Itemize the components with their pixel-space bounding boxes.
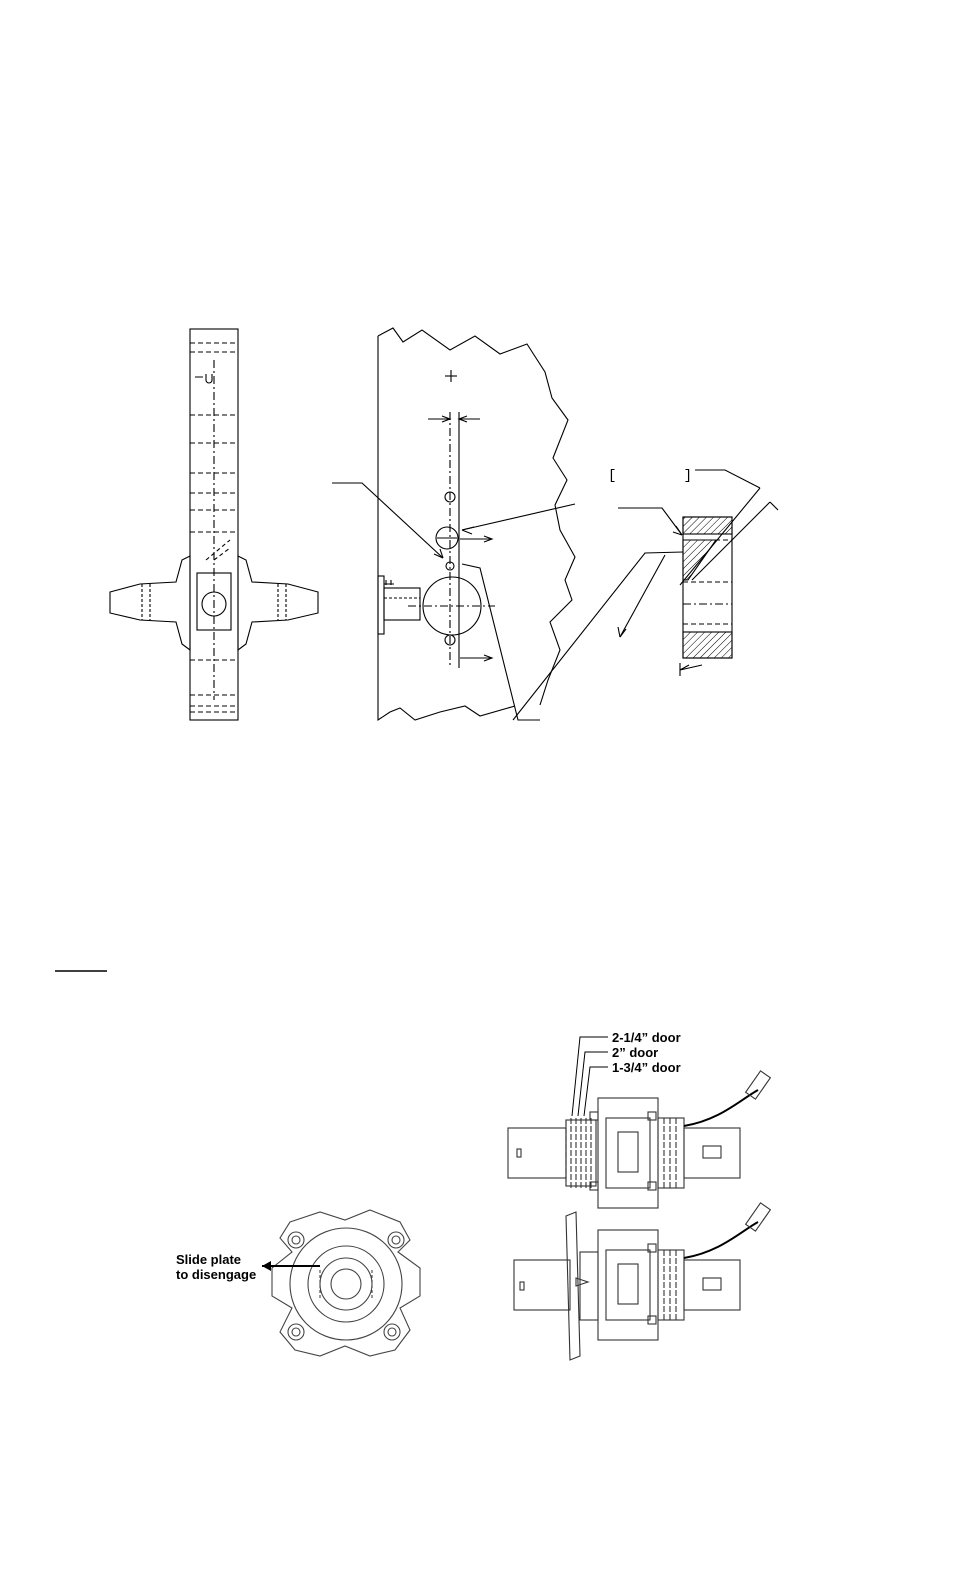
door-edge-view <box>109 328 319 721</box>
door-label-2-25: 2-1/4” door <box>612 1030 681 1045</box>
chassis-top-view <box>507 1070 772 1209</box>
chassis-plate-view <box>513 1202 772 1361</box>
slide-plate-label-line2: to disengage <box>176 1267 257 1282</box>
door-label-2: 2” door <box>612 1045 659 1060</box>
door-face-view <box>332 327 576 722</box>
section-view <box>512 469 779 721</box>
mounting-plate-view <box>271 1209 421 1357</box>
door-label-1-75: 1-3/4” door <box>612 1060 681 1075</box>
bracket-dimension: [ ] <box>608 468 693 484</box>
slide-plate-label-line1: Slide plate <box>176 1252 242 1267</box>
